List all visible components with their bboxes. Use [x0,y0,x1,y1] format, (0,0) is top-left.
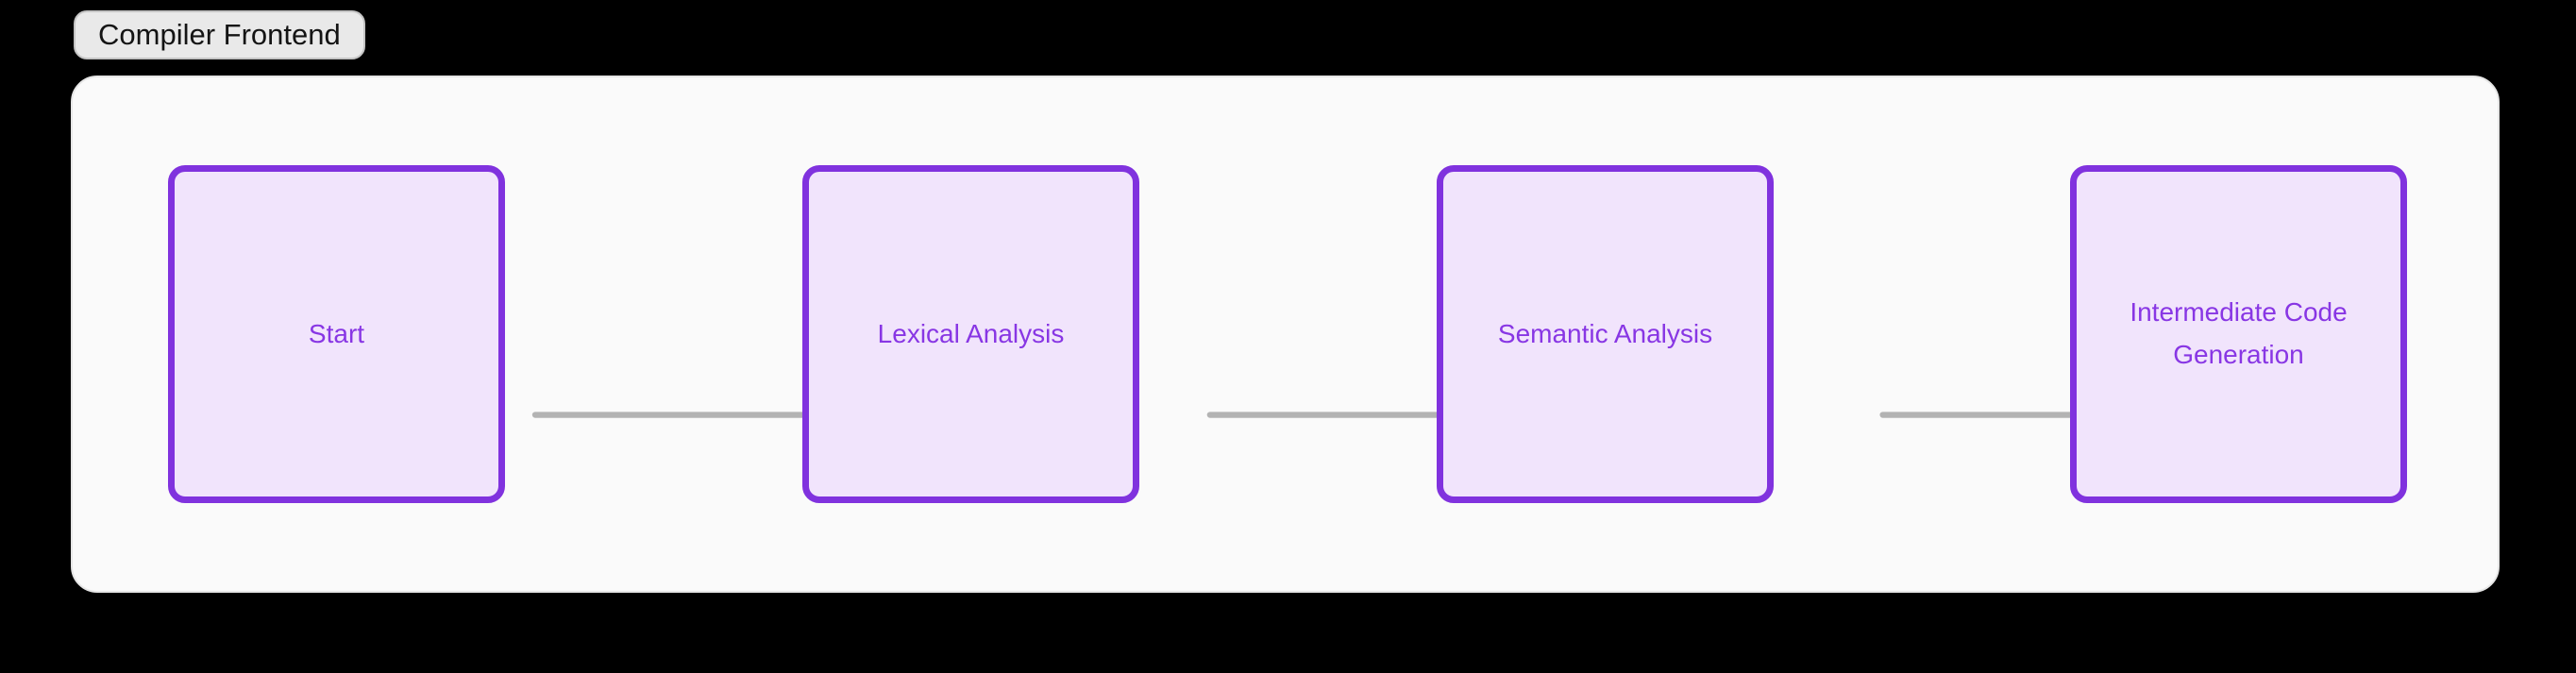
flow-node-label: Intermediate Code Generation [2130,297,2348,369]
flow-node-lexical-analysis: Lexical Analysis [802,165,1139,503]
diagram-title-label: Compiler Frontend [98,18,341,51]
flow-node-label: Lexical Analysis [877,318,1065,348]
flow-node-label: Start [308,318,365,348]
diagram-title-badge: Compiler Frontend [74,10,365,59]
flow-node-label: Semantic Analysis [1497,318,1713,348]
flow-node-semantic-analysis: Semantic Analysis [1437,165,1774,503]
flow-node-intermediate-code-generation: Intermediate Code Generation [2070,165,2407,503]
flow-arrow [531,392,848,438]
flow-node-start: Start [168,165,505,503]
